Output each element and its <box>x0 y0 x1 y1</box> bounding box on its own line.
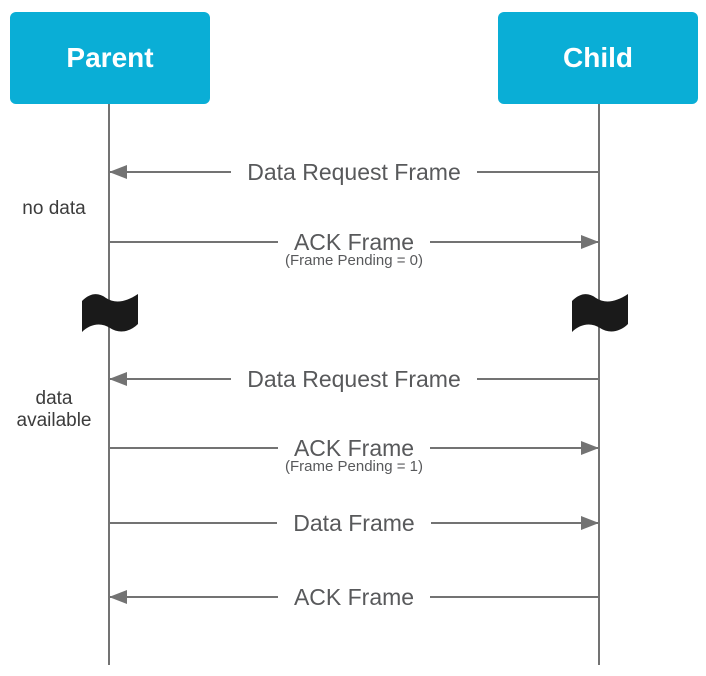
arrowhead-left-icon <box>109 165 127 179</box>
message-arrow: Data Request Frame <box>109 155 600 189</box>
side-note-no-data: no data <box>22 198 86 219</box>
message-ack-2: ACK Frame (Frame Pending = 1) <box>109 431 600 475</box>
message-ack-3: ACK Frame <box>109 580 600 614</box>
arrowhead-right-icon <box>581 441 599 455</box>
message-data-request-2: Data Request Frame <box>109 362 600 396</box>
message-ack-1: ACK Frame (Frame Pending = 0) <box>109 225 600 269</box>
actor-label-parent: Parent <box>66 42 154 73</box>
message-sublabel: (Frame Pending = 0) <box>285 252 423 269</box>
message-arrow: ACK Frame <box>109 431 600 465</box>
message-label: Data Frame <box>293 510 415 536</box>
arrowhead-right-icon <box>581 235 599 249</box>
message-label: ACK Frame <box>293 435 415 461</box>
message-arrow: Data Request Frame <box>109 362 600 396</box>
flag-icon <box>82 294 138 332</box>
message-label: Data Request Frame <box>247 366 461 392</box>
arrowhead-left-icon <box>109 590 127 604</box>
message-arrow: Data Frame <box>109 506 599 540</box>
actor-box-child: Child <box>498 12 698 104</box>
lifeline-child <box>598 104 600 665</box>
message-data-frame: Data Frame <box>109 506 599 540</box>
flag-icon <box>572 294 628 332</box>
message-label: ACK Frame <box>293 229 415 255</box>
side-note-data-available: data available <box>16 388 92 431</box>
arrowhead-right-icon <box>581 516 599 530</box>
message-label: ACK Frame <box>293 584 415 610</box>
arrowhead-left-icon <box>109 372 127 386</box>
message-arrow: ACK Frame <box>109 580 600 614</box>
actor-box-parent: Parent <box>10 12 210 104</box>
message-label: Data Request Frame <box>247 159 461 185</box>
message-arrow: ACK Frame <box>109 225 600 259</box>
message-sublabel: (Frame Pending = 1) <box>285 458 423 475</box>
message-data-request-1: Data Request Frame <box>109 155 600 189</box>
actor-label-child: Child <box>563 42 633 73</box>
